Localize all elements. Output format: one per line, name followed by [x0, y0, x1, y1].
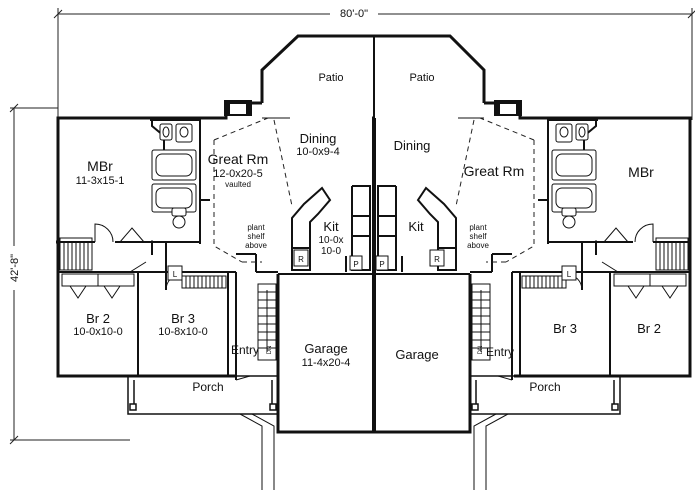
- plant-shelf-3-right: above: [467, 241, 489, 250]
- closet-right: [521, 237, 689, 299]
- plant-shelf-1-left: plant: [247, 223, 265, 232]
- linen-tag-left: L: [173, 270, 178, 279]
- br2-dim-left: 10-0x10-0: [73, 326, 123, 338]
- br2-label-right: Br 2: [637, 321, 661, 336]
- kit-label-right: Kit: [408, 219, 424, 234]
- linen-tag-right: L: [567, 270, 572, 279]
- fridge-tag-left: R: [298, 255, 304, 264]
- br3-label-right: Br 3: [553, 321, 577, 336]
- patio-label-left: Patio: [318, 72, 343, 84]
- kit-dim-2-left: 10-0: [321, 246, 341, 257]
- kit-label-left: Kit: [323, 219, 339, 234]
- great-rm-label-left: Great Rm: [208, 151, 269, 167]
- closet-left: [59, 237, 227, 299]
- vault-lines-left: [213, 117, 293, 263]
- pantry-tag-right: P: [379, 260, 384, 269]
- entry-label-left: Entry: [231, 343, 259, 357]
- br3-label-left: Br 3: [171, 311, 195, 326]
- garage-label-left: Garage: [304, 341, 347, 356]
- plant-shelf-3-left: above: [245, 241, 267, 250]
- kit-dim-1-left: 10-0x: [318, 235, 343, 246]
- pantry-tag-left: P: [353, 260, 358, 269]
- bath-fixtures-right: [551, 123, 597, 229]
- stair-tag-left: DN: [267, 346, 273, 355]
- doors-right: [497, 223, 654, 381]
- stairs-right: [471, 283, 491, 361]
- interior-walls-left: [58, 118, 371, 380]
- great-rm-dim-left: 12-0x20-5: [213, 168, 263, 180]
- entry-label-right: Entry: [486, 345, 514, 359]
- vault-lines-right: [455, 117, 535, 263]
- walkways: [239, 413, 509, 490]
- garage-dim-left: 11-4x20-4: [302, 357, 351, 369]
- great-rm-note-left: vaulted: [225, 180, 251, 189]
- patio-label-right: Patio: [409, 72, 434, 84]
- dining-label-right: Dining: [394, 138, 431, 153]
- doors-left: [94, 223, 251, 381]
- porch-label-left: Porch: [192, 380, 223, 394]
- plant-shelf-2-right: shelf: [470, 232, 488, 241]
- mbr-label-left: MBr: [87, 158, 113, 174]
- br2-label-left: Br 2: [86, 311, 110, 326]
- garage-label-right: Garage: [395, 347, 438, 362]
- overall-width-label: 80'-0": [340, 8, 368, 20]
- br3-dim-left: 10-8x10-0: [158, 326, 208, 338]
- overall-depth-label: 42'-8": [9, 254, 21, 282]
- stair-tag-right: DN: [478, 346, 484, 355]
- dining-dim-left: 10-0x9-4: [296, 146, 339, 158]
- dining-label-left: Dining: [300, 131, 337, 146]
- porches: [127, 375, 621, 415]
- fridge-tag-right: R: [434, 255, 440, 264]
- fixture-tags: [167, 249, 577, 281]
- great-rm-label-right: Great Rm: [464, 163, 525, 179]
- interior-walls-right: [377, 118, 690, 380]
- bath-fixtures-left: [151, 123, 197, 229]
- mbr-dim-left: 11-3x15-1: [76, 175, 125, 187]
- exterior-walls: [56, 34, 692, 434]
- mbr-label-right: MBr: [628, 164, 654, 180]
- porch-label-right: Porch: [529, 380, 560, 394]
- plant-shelf-2-left: shelf: [248, 232, 266, 241]
- plant-shelf-1-right: plant: [469, 223, 487, 232]
- stairs-left: [257, 283, 277, 361]
